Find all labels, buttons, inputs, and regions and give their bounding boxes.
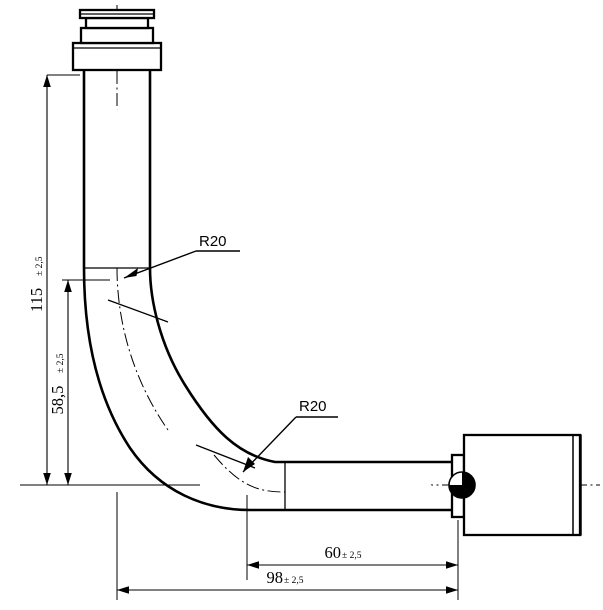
dim-585-value: 58,5: [48, 386, 67, 415]
lower-bend-arc: [213, 454, 286, 493]
dim-115-value: 115: [27, 288, 46, 312]
dimension-overall-height: 115 ± 2,5: [27, 74, 80, 485]
radius-callout-upper: R20: [123, 233, 240, 279]
part-inner-profile: [148, 68, 454, 464]
end-fitting: [448, 433, 582, 537]
dim-98-arrow-left: [117, 586, 129, 594]
dim-98-value: 98: [267, 568, 284, 587]
dim-60-arrow-left: [247, 561, 259, 569]
fitting-step-neck: [84, 16, 150, 30]
diagonal-lower-tangent: [195, 444, 256, 469]
dimension-overall-length: 98 ± 2,5: [116, 492, 459, 600]
radius-callout-lower: R20: [242, 398, 338, 473]
dim-115-tolerance: ± 2,5: [35, 256, 45, 276]
fitting-step-middle: [79, 26, 155, 45]
dim-60-value: 60: [325, 543, 342, 562]
upper-bend-arc: [116, 267, 169, 431]
diagonal-upper-tangent: [107, 299, 169, 323]
dim-98-arrow-right: [446, 586, 458, 594]
r20-upper-label: R20: [199, 233, 227, 250]
dim-585-arrow-top: [64, 280, 72, 292]
fitting-flange-base: [71, 41, 163, 72]
dim-585-tolerance: ± 2,5: [56, 353, 66, 373]
top-fitting: [71, 8, 163, 72]
dim-115-arrow-bottom: [43, 473, 51, 485]
end-fitting-body: [462, 433, 582, 537]
r20-lower-arrow: [243, 457, 255, 472]
dim-60-arrow-right: [446, 561, 458, 569]
port-marker-quadrant: [449, 472, 462, 485]
dim-585-arrow-bottom: [64, 473, 72, 485]
dim-60-tolerance: ± 2,5: [342, 551, 362, 561]
dim-98-tolerance: ± 2,5: [284, 576, 304, 586]
r20-lower-label: R20: [299, 398, 327, 415]
bend-construction-arcs: [116, 267, 286, 493]
r20-upper-arrow: [124, 268, 138, 278]
part-body: [82, 68, 454, 512]
port-marker-outline: [448, 471, 476, 499]
dim-115-arrow-top: [43, 75, 51, 87]
dimension-bend-height: 58,5 ± 2,5: [20, 279, 200, 486]
